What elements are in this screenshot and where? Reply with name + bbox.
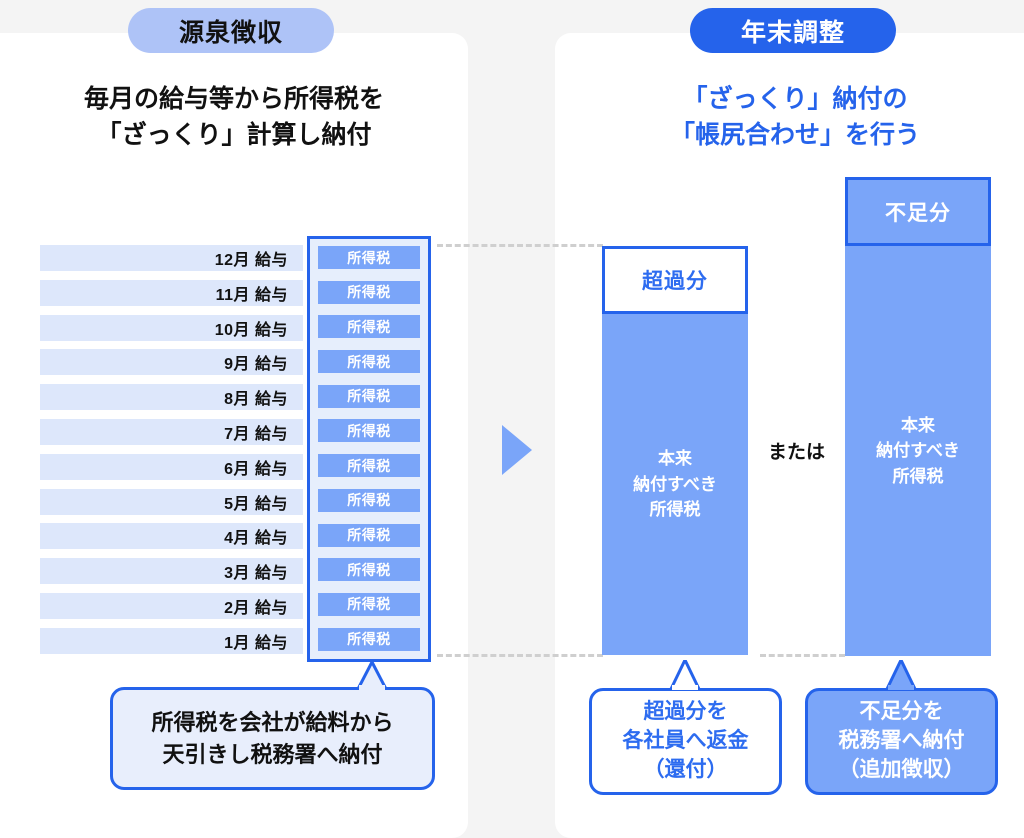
callout-collect-note: 不足分を 税務署へ納付 （追加徴収）: [805, 688, 998, 795]
callout-refund-note: 超過分を 各社員へ返金 （還付）: [589, 688, 782, 795]
income-tax-chip: 所得税: [318, 558, 420, 582]
dashed-guide-top: [437, 244, 603, 247]
or-separator-label: または: [767, 442, 825, 463]
income-tax-chip: 所得税: [318, 280, 420, 304]
callout-pointer-refund-icon: [669, 660, 701, 690]
month-row: 11月 給与: [40, 279, 303, 306]
income-tax-column: 所得税所得税所得税所得税所得税所得税所得税所得税所得税所得税所得税所得税: [307, 236, 431, 662]
month-row: 10月 給与: [40, 314, 303, 341]
month-row: 1月 給与: [40, 627, 303, 654]
badge-withholding-tax: 源泉徴収: [128, 8, 334, 53]
income-tax-chip: 所得税: [318, 488, 420, 512]
monthly-salary-list: 12月 給与 11月 給与 10月 給与 9月 給与 8月 給与 7月 給与 6月 給与 5月…: [40, 245, 303, 663]
callout-pointer-collect-icon: [885, 660, 917, 690]
left-panel-heading: 毎月の給与等から所得税を 「ざっくり」計算し納付: [83, 85, 384, 149]
month-row: 5月 給与: [40, 488, 303, 515]
month-row: 2月 給与: [40, 592, 303, 619]
month-row: 7月 給与: [40, 418, 303, 445]
month-row: 6月 給与: [40, 453, 303, 480]
income-tax-chip: 所得税: [318, 246, 420, 269]
income-tax-chip: 所得税: [318, 315, 420, 339]
month-row: 4月 給与: [40, 523, 303, 550]
income-tax-chip: 所得税: [318, 592, 420, 616]
callout-withholding-note: 所得税を会社が給料から 天引きし税務署へ納付: [110, 687, 435, 790]
bar-cap-overpaid: 超過分: [602, 246, 748, 314]
right-panel-heading: 「ざっくり」納付の 「帳尻合わせ」を行う: [669, 85, 920, 149]
bar-overpaid-case: 超過分 本来 納付すべき 所得税: [602, 246, 748, 655]
month-row: 12月 給与: [40, 245, 303, 271]
income-tax-chip: 所得税: [318, 627, 420, 651]
income-tax-chip: 所得税: [318, 454, 420, 478]
dashed-guide-between-bars: [760, 654, 845, 657]
bar-cap-underpaid: 不足分: [845, 177, 991, 246]
bar-underpaid-case: 不足分 本来 納付すべき 所得税: [845, 177, 991, 656]
bar-body-underpaid: 本来 納付すべき 所得税: [845, 246, 991, 656]
bar-body-overpaid: 本来 納付すべき 所得税: [602, 314, 748, 655]
month-row: 8月 給与: [40, 384, 303, 411]
dashed-guide-bottom: [437, 654, 603, 657]
triangle-right-icon: [502, 425, 532, 475]
income-tax-chip: 所得税: [318, 384, 420, 408]
income-tax-chip: 所得税: [318, 523, 420, 547]
callout-pointer-left-icon: [356, 662, 388, 690]
badge-year-end-adjustment: 年末調整: [690, 8, 896, 53]
income-tax-chip-list: 所得税所得税所得税所得税所得税所得税所得税所得税所得税所得税所得税所得税: [318, 246, 420, 662]
income-tax-chip: 所得税: [318, 419, 420, 443]
month-row: 9月 給与: [40, 349, 303, 376]
income-tax-chip: 所得税: [318, 350, 420, 374]
month-row: 3月 給与: [40, 558, 303, 585]
